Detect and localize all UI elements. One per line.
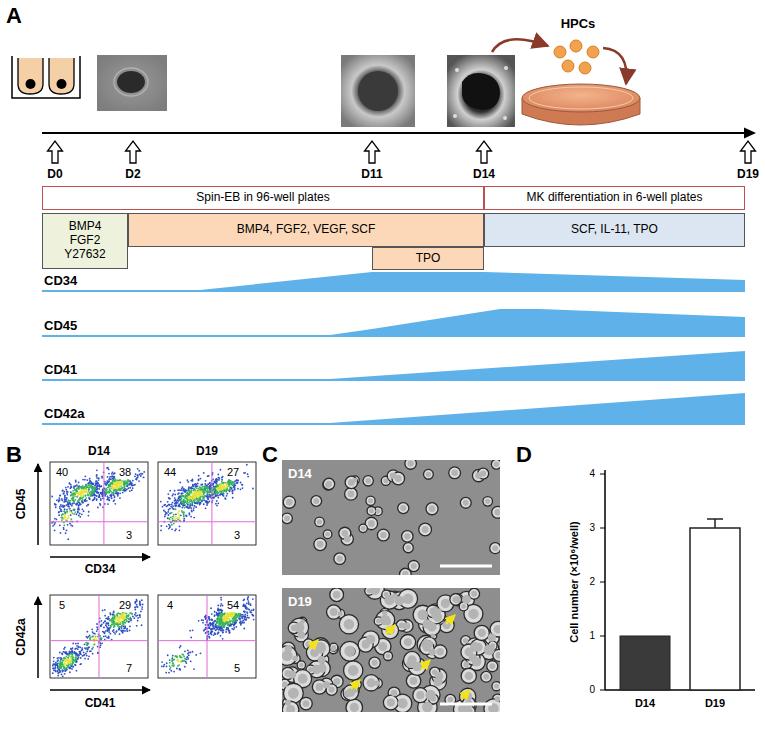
category-label: D14 [635, 697, 655, 710]
transfer-arrow [603, 48, 627, 84]
scale-bar [440, 565, 492, 568]
box-text: TPO [416, 252, 441, 266]
box-text: MK differentiation in 6-well plates [527, 191, 703, 205]
day-arrow [741, 141, 756, 163]
quadrant-percent: 5 [234, 662, 240, 675]
eb-micrograph-d14 [447, 55, 515, 127]
day-label: D19 [196, 445, 218, 459]
quadrant-percent: 38 [119, 466, 131, 479]
panel-letter: C [262, 442, 278, 467]
quadrant-percent: 5 [59, 599, 65, 612]
flow-plots [50, 462, 256, 678]
density-plot [158, 595, 256, 678]
density-plot [50, 462, 148, 545]
quadrant-percent: 4 [167, 599, 173, 612]
day-label: D11 [361, 168, 382, 182]
bar-chart [600, 470, 755, 690]
eb-micrograph-d11 [341, 55, 415, 127]
axis-label: CD42a [15, 618, 29, 655]
factor-box: TPO [372, 247, 484, 270]
box-text: BMP4, FGF2, VEGF, SCF [237, 223, 376, 237]
day-label: D14 [88, 445, 110, 459]
tick-label: 2 [589, 576, 595, 588]
panel-letter: B [6, 442, 22, 467]
micrograph-d14 [282, 460, 500, 575]
micrograph-d19 [282, 588, 500, 712]
expression-band [42, 309, 745, 337]
expression-band [42, 272, 745, 292]
quadrant-percent: 40 [56, 466, 68, 479]
tick-label: 0 [589, 684, 595, 696]
box-text: BMP4 FGF2 Y27632 [57, 220, 113, 261]
timeline-axis [42, 128, 756, 139]
expression-band [42, 393, 745, 425]
panel-letter: D [516, 442, 532, 467]
marker-label: CD45 [44, 319, 77, 334]
stage-box: Spin-EB in 96-well plates [42, 186, 484, 210]
tick-label: 1 [589, 630, 595, 642]
cell-type-label: HPCs [561, 17, 596, 32]
day-label: D0 [47, 168, 62, 182]
image-label: D19 [288, 595, 312, 610]
density-plot [158, 462, 256, 545]
panel-letter: A [6, 3, 22, 28]
category-label: D19 [705, 697, 725, 710]
marker-profiles [42, 272, 745, 425]
day-markers [48, 141, 756, 163]
factor-box: BMP4, FGF2, VEGF, SCF [128, 213, 484, 247]
well-plate-icon [12, 56, 80, 98]
expression-band [42, 351, 745, 381]
axis-label: CD34 [85, 563, 116, 577]
hpc-cells [554, 40, 599, 74]
quadrant-percent: 29 [119, 599, 131, 612]
axis-title: Cell number (×10⁶/well) [568, 521, 581, 643]
image-label: D14 [288, 467, 312, 482]
quadrant-percent: 3 [234, 529, 240, 542]
axis-label: CD41 [85, 697, 116, 711]
quadrant-percent: 3 [126, 529, 132, 542]
marker-label: CD34 [44, 274, 77, 289]
quadrant-percent: 7 [126, 662, 132, 675]
density-plot [50, 595, 148, 678]
transfer-arrow [492, 39, 548, 52]
day-arrow [48, 141, 63, 163]
day-label: D2 [125, 168, 140, 182]
flow-axes [38, 464, 150, 690]
stage-box: MK differentiation in 6-well plates [484, 186, 745, 210]
factor-box: BMP4 FGF2 Y27632 [42, 213, 128, 269]
culture-dish [522, 84, 640, 125]
marker-label: CD42a [44, 407, 84, 422]
factor-box: SCF, IL-11, TPO [484, 213, 745, 247]
quadrant-percent: 27 [227, 466, 239, 479]
box-text: SCF, IL-11, TPO [571, 223, 658, 237]
eb-micrograph-d2 [97, 55, 167, 111]
day-arrow [365, 141, 380, 163]
quadrant-percent: 44 [164, 466, 176, 479]
day-arrow [126, 141, 141, 163]
marker-label: CD41 [44, 363, 77, 378]
box-text: Spin-EB in 96-well plates [196, 191, 329, 205]
quadrant-percent: 54 [227, 599, 239, 612]
day-label: D19 [737, 168, 759, 182]
tick-label: 4 [589, 468, 595, 480]
tick-label: 3 [589, 522, 595, 534]
day-label: D14 [473, 168, 495, 182]
day-arrow [477, 141, 492, 163]
axis-label: CD45 [15, 489, 29, 520]
scale-bar [440, 703, 492, 706]
